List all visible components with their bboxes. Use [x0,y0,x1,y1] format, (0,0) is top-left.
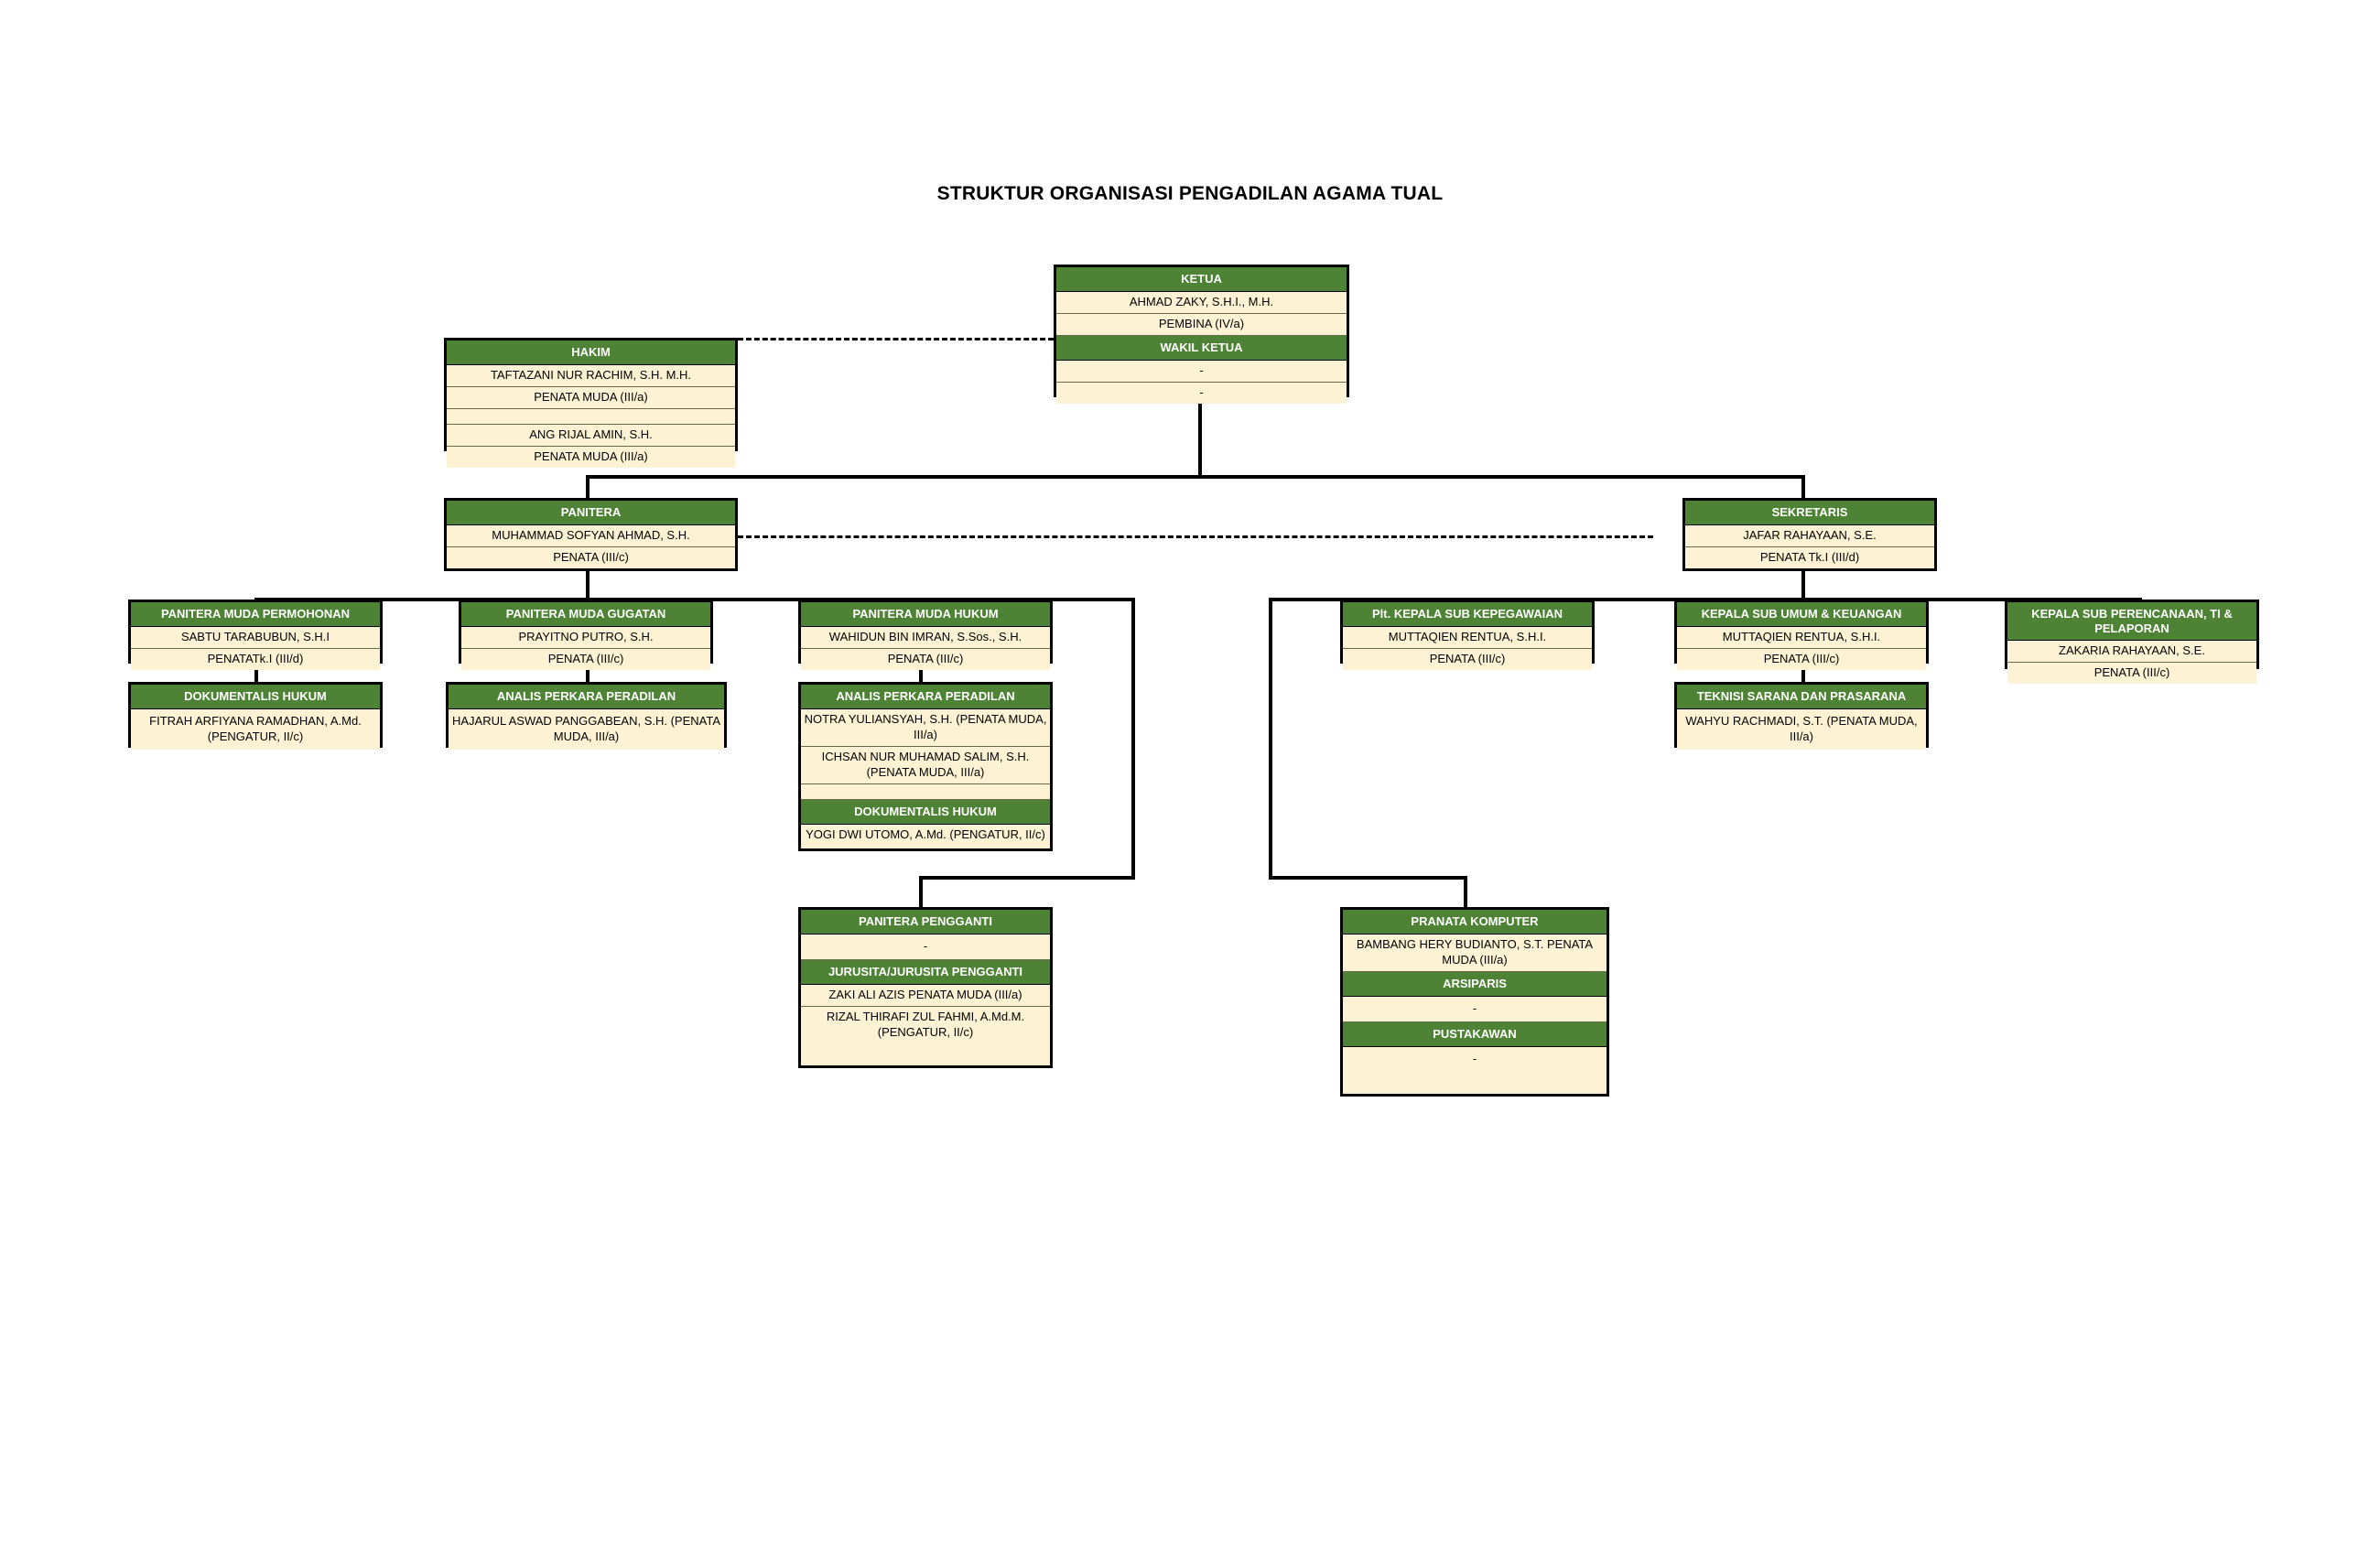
jurusita-person-2: RIZAL THIRAFI ZUL FAHMI, A.Md.M. (PENGAT… [801,1007,1050,1044]
panmud-gugatan-rank: PENATA (III/c) [461,649,710,671]
panitera-pengganti-value: - [801,935,1050,961]
panmud-gugatan-name: PRAYITNO PUTRO, S.H. [461,627,710,650]
sekretaris-name: JAFAR RAHAYAAN, S.E. [1685,525,1934,548]
panmud-gugatan-header: PANITERA MUDA GUGATAN [461,602,710,628]
analis-hukum-person-1: NOTRA YULIANSYAH, S.H. (PENATA MUDA, III… [801,709,1050,748]
teknisi-header: TEKNISI SARANA DAN PRASARANA [1677,685,1926,710]
box-pranata-komputer[interactable]: PRANATA KOMPUTER BAMBANG HERY BUDIANTO, … [1340,907,1609,1097]
arsiparis-value: - [1343,997,1606,1023]
pustakawan-header: PUSTAKAWAN [1343,1022,1606,1048]
box-analis-hukum[interactable]: ANALIS PERKARA PERADILAN NOTRA YULIANSYA… [798,682,1053,851]
kasub-umum-rank: PENATA (III/c) [1677,649,1926,671]
jurusita-header: JURUSITA/JURUSITA PENGGANTI [801,960,1050,986]
connector-gugatan-analis [586,662,590,682]
dokumentalis-permohonan-header: DOKUMENTALIS HUKUM [131,685,380,710]
panitera-rank: PENATA (III/c) [447,547,735,569]
hakim-name-2: ANG RIJAL AMIN, S.H. [447,425,735,447]
kasub-perencanaan-name: ZAKARIA RAHAYAAN, S.E. [2007,641,2256,664]
box-panitera[interactable]: PANITERA MUHAMMAD SOFYAN AHMAD, S.H. PEN… [444,498,738,571]
analis-hukum-header: ANALIS PERKARA PERADILAN [801,685,1050,710]
box-analis-gugatan[interactable]: ANALIS PERKARA PERADILAN HAJARUL ASWAD P… [446,682,727,751]
analis-gugatan-header: ANALIS PERKARA PERADILAN [449,685,724,710]
connector-umum-teknisi [1801,662,1805,682]
kasub-kepegawaian-rank: PENATA (III/c) [1343,649,1592,671]
connector-hukum-analis [919,662,923,682]
kasub-umum-name: MUTTAQIEN RENTUA, S.H.I. [1677,627,1926,650]
analis-gugatan-name: HAJARUL ASWAD PANGGABEAN, S.H. (PENATA M… [449,709,724,751]
analis-hukum-person-2: ICHSAN NUR MUHAMAD SALIM, S.H. (PENATA M… [801,747,1050,784]
connector-ketua-down [1198,395,1202,479]
box-panmud-permohonan[interactable]: PANITERA MUDA PERMOHONAN SABTU TARABUBUN… [128,600,383,671]
sekretaris-rank: PENATA Tk.I (III/d) [1685,547,1934,569]
box-sekretaris[interactable]: SEKRETARIS JAFAR RAHAYAAN, S.E. PENATA T… [1682,498,1937,571]
connector-hakim-ketua [738,338,1054,340]
box-dokumentalis-permohonan[interactable]: DOKUMENTALIS HUKUM FITRAH ARFIYANA RAMAD… [128,682,383,751]
panmud-hukum-name: WAHIDUN BIN IMRAN, S.Sos., S.H. [801,627,1050,650]
connector-pengganti-down [919,876,923,907]
box-panmud-gugatan[interactable]: PANITERA MUDA GUGATAN PRAYITNO PUTRO, S.… [459,600,713,671]
page-title: STRUKTUR ORGANISASI PENGADILAN AGAMA TUA… [936,183,1444,204]
box-panitera-pengganti[interactable]: PANITERA PENGGANTI - JURUSITA/JURUSITA P… [798,907,1053,1068]
connector-bus-pengganti-horz [919,876,1135,880]
pustakawan-value: - [1343,1047,1606,1073]
kasub-kepegawaian-name: MUTTAQIEN RENTUA, S.H.I. [1343,627,1592,650]
panmud-permohonan-rank: PENATATk.I (III/d) [131,649,380,671]
hakim-rank-2: PENATA MUDA (III/a) [447,446,735,468]
panitera-header: PANITERA [447,501,735,526]
box-teknisi[interactable]: TEKNISI SARANA DAN PRASARANA WAHYU RACHM… [1674,682,1929,751]
connector-main-bus [586,475,1805,479]
box-hakim[interactable]: HAKIM TAFTAZANI NUR RACHIM, S.H. M.H. PE… [444,338,738,468]
wakil-ketua-header: WAKIL KETUA [1056,336,1347,362]
hakim-spacer [447,409,735,426]
panitera-pengganti-header: PANITERA PENGGANTI [801,910,1050,935]
connector-bus-pranata-horz [1269,876,1467,880]
kasub-perencanaan-rank: PENATA (III/c) [2007,663,2256,684]
hakim-header: HAKIM [447,340,735,366]
hakim-name-1: TAFTAZANI NUR RACHIM, S.H. M.H. [447,365,735,388]
connector-panitera-sekretaris [738,535,1653,538]
kasub-umum-header: KEPALA SUB UMUM & KEUANGAN [1677,602,1926,628]
box-kasub-umum[interactable]: KEPALA SUB UMUM & KEUANGAN MUTTAQIEN REN… [1674,600,1929,671]
connector-bus-panitera [586,475,590,498]
ketua-header: KETUA [1056,267,1347,293]
connector-permohonan-dokumentalis [254,662,258,682]
connector-panitera-down [586,571,590,601]
box-panmud-hukum[interactable]: PANITERA MUDA HUKUM WAHIDUN BIN IMRAN, S… [798,600,1053,671]
panmud-hukum-rank: PENATA (III/c) [801,649,1050,671]
teknisi-name: WAHYU RACHMADI, S.T. (PENATA MUDA, III/a… [1677,709,1926,751]
sekretaris-header: SEKRETARIS [1685,501,1934,526]
connector-sekretaris-down [1801,571,1805,601]
dokumentalis-hukum-person: YOGI DWI UTOMO, A.Md. (PENGATUR, II/c) [801,825,1050,846]
connector-bus-pengganti-vert [1131,598,1135,880]
box-ketua[interactable]: KETUA AHMAD ZAKY, S.H.I., M.H. PEMBINA (… [1054,265,1349,405]
arsiparis-header: ARSIPARIS [1343,972,1606,998]
connector-bus-pranata-vert [1269,598,1272,880]
box-kasub-perencanaan[interactable]: KEPALA SUB PERENCANAAN, TI & PELAPORAN Z… [2005,600,2259,684]
pranata-komputer-name: BAMBANG HERY BUDIANTO, S.T. PENATA MUDA … [1343,935,1606,973]
hakim-rank-1: PENATA MUDA (III/a) [447,387,735,410]
wakil-ketua-rank: - [1056,383,1347,405]
jurusita-person-1: ZAKI ALI AZIS PENATA MUDA (III/a) [801,985,1050,1008]
panitera-name: MUHAMMAD SOFYAN AHMAD, S.H. [447,525,735,548]
kasub-kepegawaian-header: Plt. KEPALA SUB KEPEGAWAIAN [1343,602,1592,628]
connector-pranata-down [1464,876,1467,907]
box-kasub-kepegawaian[interactable]: Plt. KEPALA SUB KEPEGAWAIAN MUTTAQIEN RE… [1340,600,1595,671]
panmud-permohonan-name: SABTU TARABUBUN, S.H.I [131,627,380,650]
wakil-ketua-name: - [1056,361,1347,384]
dokumentalis-hukum-header: DOKUMENTALIS HUKUM [801,799,1050,826]
connector-bus-sekretaris [1801,475,1805,498]
panmud-hukum-header: PANITERA MUDA HUKUM [801,602,1050,628]
panmud-permohonan-header: PANITERA MUDA PERMOHONAN [131,602,380,628]
kasub-perencanaan-header: KEPALA SUB PERENCANAAN, TI & PELAPORAN [2007,602,2256,642]
ketua-name: AHMAD ZAKY, S.H.I., M.H. [1056,292,1347,315]
dokumentalis-permohonan-name: FITRAH ARFIYANA RAMADHAN, A.Md. (PENGATU… [131,709,380,751]
ketua-rank: PEMBINA (IV/a) [1056,314,1347,337]
analis-hukum-spacer [801,783,1050,800]
pranata-komputer-header: PRANATA KOMPUTER [1343,910,1606,935]
